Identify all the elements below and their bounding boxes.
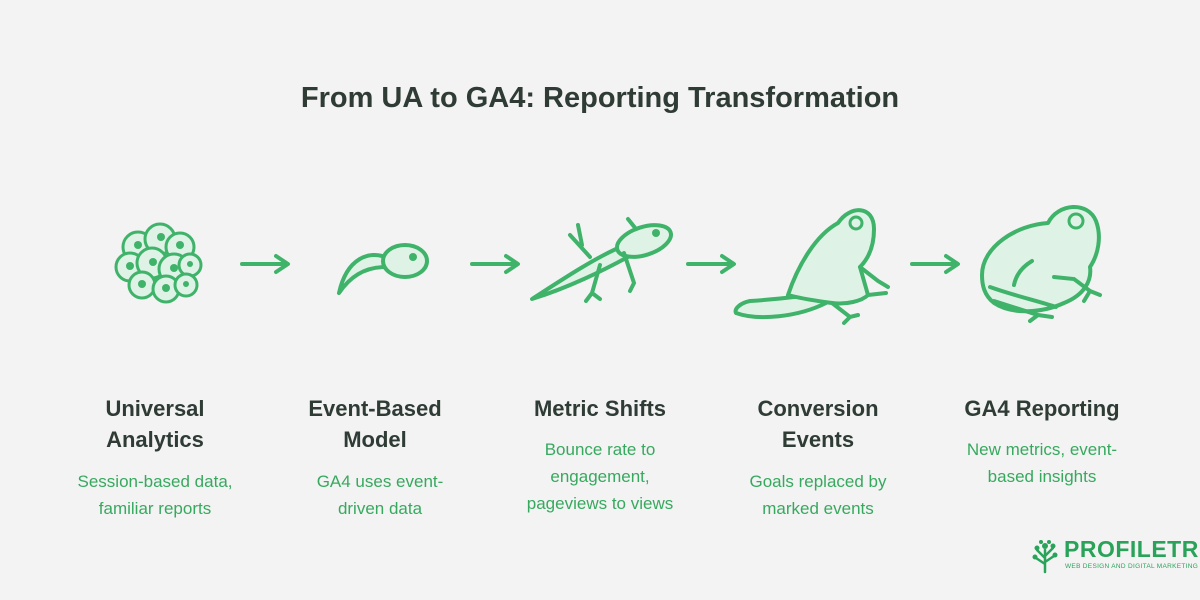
stage-description: Session-based data, familiar reports bbox=[77, 472, 233, 518]
stage-ga4-reporting bbox=[972, 195, 1112, 330]
arrow-right-icon bbox=[910, 254, 960, 274]
logo-name: PROFILETREE bbox=[1064, 536, 1200, 562]
stage-label: Event-Based Model bbox=[308, 396, 442, 452]
stage-label: Universal Analytics bbox=[105, 396, 205, 452]
stage-description: GA4 uses event- driven data bbox=[316, 472, 444, 518]
stage-label: Conversion Events bbox=[757, 396, 879, 452]
stage-label: GA4 Reporting bbox=[964, 396, 1120, 421]
froglet-icon bbox=[733, 208, 890, 325]
tadpole-icon bbox=[337, 243, 429, 295]
stage-description: New metrics, event- based insights bbox=[966, 440, 1118, 486]
frog-eggs-icon bbox=[114, 222, 203, 304]
stage-label: Metric Shifts bbox=[533, 396, 667, 421]
stage-conversion-events bbox=[728, 195, 898, 330]
diagram-title: From UA to GA4: Reporting Transformation bbox=[300, 82, 900, 114]
arrow-right-icon bbox=[470, 254, 520, 274]
frog-icon bbox=[980, 205, 1102, 323]
stage-description: Goals replaced by marked events bbox=[749, 472, 887, 518]
stage-metric-shifts bbox=[520, 195, 680, 315]
stage-universal-analytics bbox=[108, 195, 208, 315]
stage-description: Bounce rate to engagement, pageviews to … bbox=[526, 440, 674, 513]
stage-event-based-model bbox=[325, 195, 435, 315]
arrow-right-icon bbox=[686, 254, 736, 274]
profiletree-logo: PROFILETREE WEB DESIGN AND DIGITAL MARKE… bbox=[1030, 536, 1200, 576]
logo-tagline: WEB DESIGN AND DIGITAL MARKETING bbox=[1065, 563, 1199, 570]
tree-icon bbox=[1032, 540, 1058, 574]
arrow-right-icon bbox=[240, 254, 290, 274]
tadpole-with-legs-icon bbox=[530, 217, 673, 303]
